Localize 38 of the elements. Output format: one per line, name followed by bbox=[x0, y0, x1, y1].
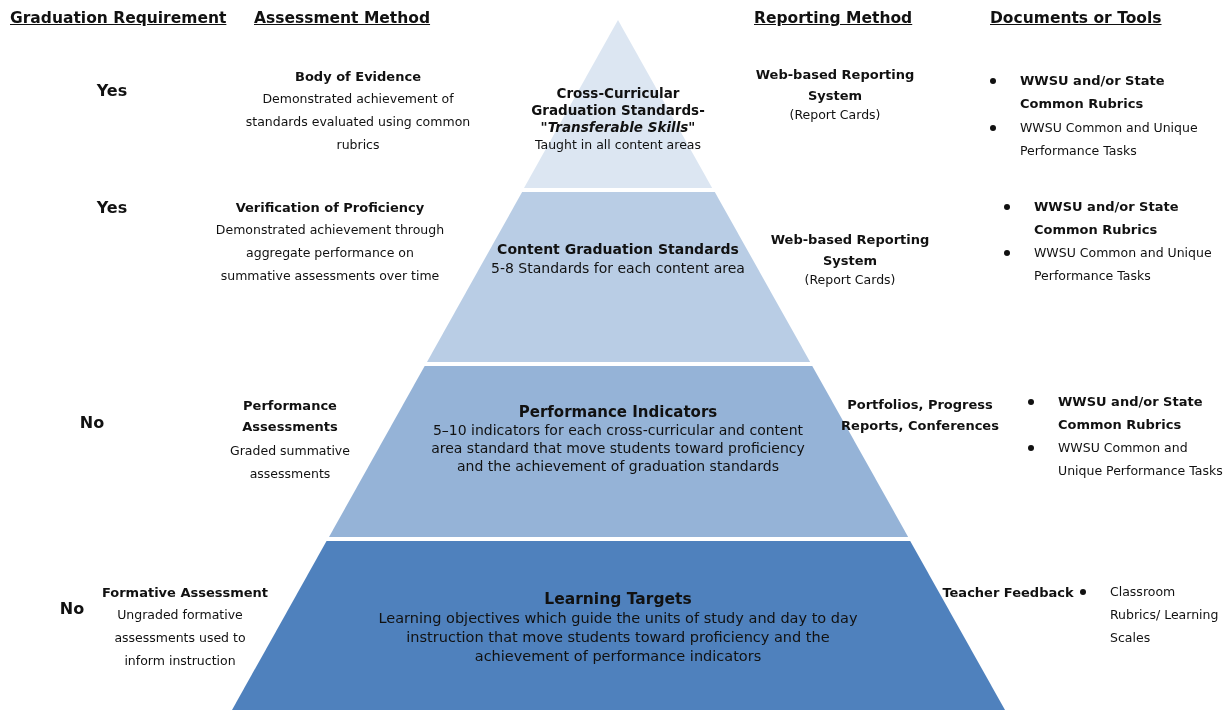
tier-heading: Learning Targets bbox=[543, 590, 693, 609]
tier-description: Learning objectives which guide the units of study and day to day instruction that move students toward proficiency and the achievement of performance indicators bbox=[377, 609, 859, 666]
method-title: Formative Assessment bbox=[100, 584, 270, 602]
method-title: Body of Evidence bbox=[294, 68, 422, 86]
tool-item: Classroom Rubrics/ Learning Scales bbox=[1110, 583, 1220, 647]
column-heading: Documents or Tools bbox=[990, 9, 1162, 27]
requirement-answer: No bbox=[58, 599, 86, 618]
requirement-answer: No bbox=[78, 413, 106, 432]
tier-description: Taught in all content areas bbox=[533, 136, 702, 153]
method-title: Performance Assessments bbox=[241, 397, 339, 436]
tier-heading: Cross-Curricular Graduation Standards- "Transferable Skills" bbox=[530, 85, 706, 136]
reporting-method: Web-based Reporting System bbox=[754, 66, 916, 105]
requirement-answer: Yes bbox=[95, 81, 129, 100]
reporting-note: (Report Cards) bbox=[803, 271, 897, 289]
method-description: Graded summative assessments bbox=[229, 442, 351, 483]
tier-description: 5-8 Standards for each content area bbox=[490, 259, 746, 278]
tool-item: WWSU Common and Unique Performance Tasks bbox=[1058, 439, 1224, 480]
tier-description: 5–10 indicators for each cross-curricular and content area standard that move students toward proficiency and the achievement of graduation standards bbox=[430, 421, 806, 475]
method-title: Verification of Proficiency bbox=[234, 199, 426, 217]
method-description: Demonstrated achievement through aggregate performance on summative assessments over time bbox=[214, 221, 446, 285]
tool-item: WWSU and/or State Common Rubrics bbox=[1034, 198, 1180, 239]
tool-item: WWSU Common and Unique Performance Tasks bbox=[1020, 119, 1199, 160]
tool-item: WWSU and/or State Common Rubrics bbox=[1058, 393, 1204, 434]
tier-heading: Content Graduation Standards bbox=[496, 240, 740, 259]
tool-item: WWSU Common and Unique Performance Tasks bbox=[1034, 244, 1213, 285]
requirement-answer: Yes bbox=[95, 198, 129, 217]
reporting-note: (Report Cards) bbox=[788, 106, 882, 124]
pyramid-tier bbox=[524, 20, 713, 188]
column-heading: Reporting Method bbox=[754, 9, 913, 27]
tool-item: WWSU and/or State Common Rubrics bbox=[1020, 72, 1166, 113]
column-heading: Graduation Requirement bbox=[10, 9, 227, 27]
method-description: Demonstrated achievement of standards evaluated using common rubrics bbox=[244, 90, 472, 154]
reporting-method: Portfolios, Progress Reports, Conferences bbox=[840, 396, 1000, 435]
method-description: Ungraded formative assessments used to inform instruction bbox=[113, 606, 247, 670]
tier-heading: Performance Indicators bbox=[517, 403, 719, 421]
reporting-method: Teacher Feedback bbox=[941, 584, 1075, 602]
reporting-method: Web-based Reporting System bbox=[769, 231, 931, 270]
column-heading: Assessment Method bbox=[254, 9, 431, 27]
